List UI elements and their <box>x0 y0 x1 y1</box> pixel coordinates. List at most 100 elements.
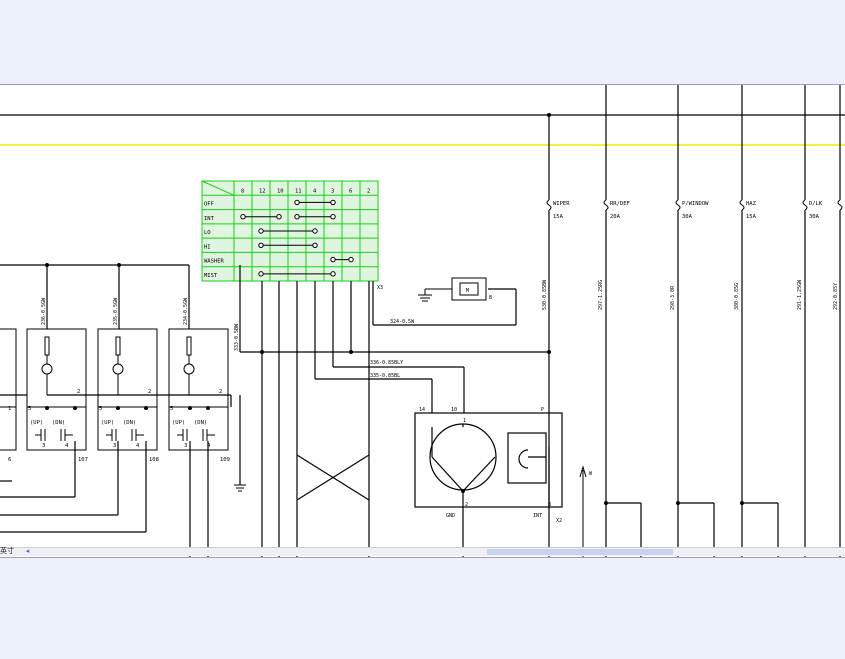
motor-pin-14: 14 <box>419 407 425 413</box>
relay-coil <box>44 336 50 356</box>
relay-box <box>97 328 158 451</box>
switch-contacts <box>240 199 354 277</box>
motor-m-label: M <box>466 288 469 294</box>
relay-feed-wires <box>0 264 241 557</box>
fuse-symbols <box>546 199 843 211</box>
relay-lamp <box>183 363 195 375</box>
switch-col-label: 8 <box>241 188 244 194</box>
relay-pin-5: 5 <box>99 406 102 412</box>
contact-dot <box>294 199 300 206</box>
wire-label-336: 336-0.85BLY <box>370 360 403 366</box>
fuse-rating-label: 15A <box>553 214 564 220</box>
wire-label-236: 236-0.5GW <box>41 297 47 325</box>
relay-coil <box>115 336 121 356</box>
relay-pin-4: 4 <box>65 443 69 449</box>
switch-col-label: 4 <box>313 188 317 194</box>
wire-label-292: 292-0.85Y <box>833 283 839 310</box>
relay-pin-2: 2 <box>77 389 80 395</box>
label-b: B <box>489 295 492 301</box>
fuse-labels: WIPER 15A RR/DEF 20A P/WINDOW 30A HAZ 15A D/LK 30… <box>553 201 823 220</box>
fuse-name-label: P/WINDOW <box>682 201 709 207</box>
unit-label: 英寸 <box>0 547 14 555</box>
relay-lamp <box>41 363 53 375</box>
label-x3: X3 <box>377 285 383 291</box>
fuse-name-label: HAZ <box>746 201 757 207</box>
switch-col-label: 3 <box>331 188 334 194</box>
relay-dn-label: (DN) <box>123 420 136 426</box>
fuse-name-label: WIPER <box>553 201 570 207</box>
right-bus-lines <box>548 85 841 557</box>
motor-int-label: INT <box>533 513 542 519</box>
wire-label-335: 335-0.85BL <box>370 373 400 379</box>
switch-row-label: LO <box>204 230 211 236</box>
fuse-rating-label: 20A <box>610 214 621 220</box>
contact-dot <box>240 214 246 220</box>
relay-id-label: 109 <box>220 457 230 463</box>
motor-pin-2: 2 <box>465 502 468 508</box>
fuse-name-label: D/LK <box>809 201 823 207</box>
ground-symbol-left <box>234 484 246 492</box>
switch-col-label: 11 <box>295 188 302 194</box>
contact-dot <box>276 214 282 220</box>
switch-col-label: 6 <box>349 188 352 194</box>
contact-dot <box>294 214 300 220</box>
relay-box <box>0 328 17 451</box>
wiper-motor-assembly <box>414 412 563 557</box>
fuse-rating-label: 30A <box>682 214 693 220</box>
motor-gnd-label: GND <box>446 513 455 519</box>
grid-diagonal-line <box>201 180 235 196</box>
relay-dn-label: (DN) <box>52 420 65 426</box>
motor-pin-10: 10 <box>451 407 457 413</box>
relay-pin-4: 4 <box>207 443 211 449</box>
relay-dn-label: (DN) <box>194 420 207 426</box>
switch-row-label: WASHER <box>204 259 225 265</box>
relay-pin-2: 2 <box>219 389 222 395</box>
switch-table-grid <box>201 180 379 281</box>
relay-pin-3: 3 <box>184 443 187 449</box>
scroll-left-arrow-icon[interactable]: ◂ <box>25 547 30 555</box>
relay-pin-3: 3 <box>113 443 116 449</box>
wire-labels: 530-0.85BW 297-1.25RG 298-3.0R 380-0.85G… <box>41 279 839 379</box>
direction-arrow <box>579 465 587 557</box>
wire-label-291: 291-1.25GW <box>797 279 803 310</box>
relay-pin-3: 3 <box>42 443 45 449</box>
horizontal-scrollbar-thumb[interactable] <box>487 549 673 555</box>
wire-label-234: 234-0.5GW <box>183 297 189 325</box>
switch-col-label: 10 <box>277 188 284 194</box>
wire-label-530: 530-0.85BW <box>542 279 548 310</box>
wire-label-380: 380-0.85G <box>734 283 740 310</box>
relay-box <box>168 328 229 451</box>
relay-coil <box>186 336 192 356</box>
relay-lamp <box>112 363 124 375</box>
relay-box <box>26 328 87 451</box>
contact-dot <box>258 242 264 248</box>
fuse-name-label: RR/DEF <box>610 201 630 207</box>
relay-pin-1: 1 <box>8 406 11 412</box>
contact-dot <box>312 228 318 234</box>
relay-pin-4: 4 <box>136 443 140 449</box>
motor-labels: 14 10 1 P 2 B GND INT X2 M W <box>419 288 593 524</box>
relay-pin-5: 5 <box>28 406 31 412</box>
wire-crossover <box>296 454 370 501</box>
arrow-w-label: W <box>589 471 593 477</box>
motor-pin-1: 1 <box>463 418 466 424</box>
relay-id-label: 6 <box>8 457 11 463</box>
motor-pin-p: P <box>541 407 544 413</box>
switch-row-label: HI <box>204 244 211 250</box>
motor-x2-label: X2 <box>556 518 562 524</box>
relay-pin-2: 2 <box>148 389 151 395</box>
contact-dot <box>330 256 336 263</box>
relay-id-label: 108 <box>149 457 159 463</box>
fuse-rating-label: 15A <box>746 214 757 220</box>
relay-up-label: (UP) <box>101 420 114 426</box>
wire-label-333: 333-0.5BW <box>234 323 240 351</box>
switch-row-label: MIST <box>204 273 218 279</box>
fuse-rating-label: 30A <box>809 214 820 220</box>
switch-row-label: INT <box>204 216 215 222</box>
contact-dot <box>330 214 336 220</box>
contact-dot <box>330 199 336 206</box>
